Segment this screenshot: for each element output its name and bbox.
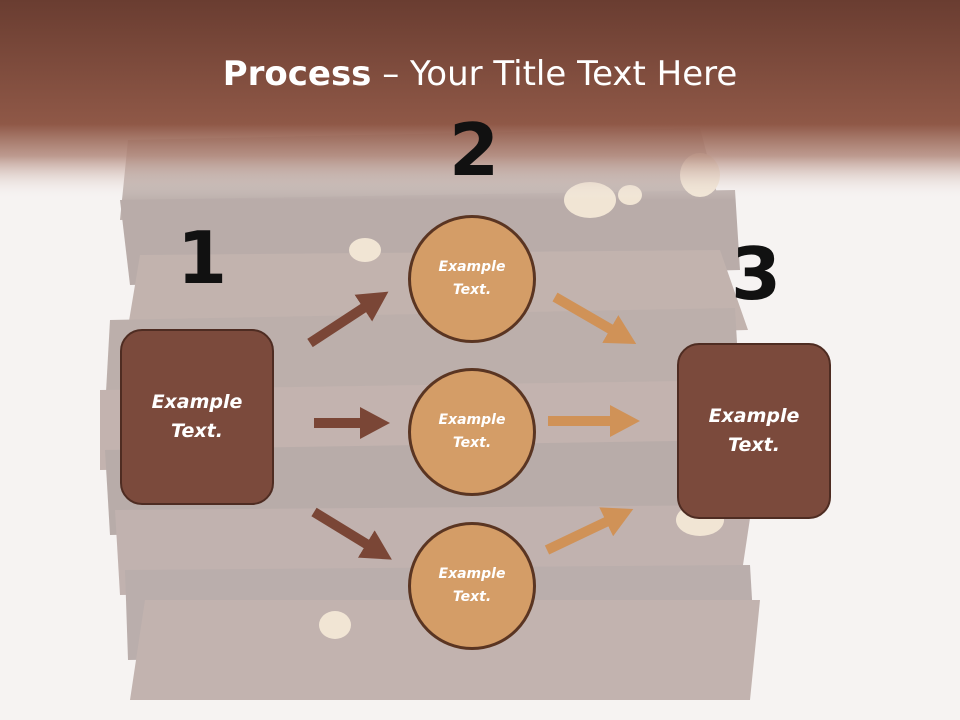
circle-2-line2: Text. <box>452 435 492 451</box>
circle-3-line1: Example <box>438 566 506 582</box>
circle-3-line2: Text. <box>452 589 492 605</box>
arrow-to-circle-1 <box>307 291 389 348</box>
circle-2-line1: Example <box>438 412 506 428</box>
circle-1-line2: Text. <box>452 282 492 298</box>
step-number-2: 2 <box>449 108 500 192</box>
step-2-circle-1: Example Text. <box>408 215 536 343</box>
circle-1-line1: Example <box>438 259 506 275</box>
step-1-box: Example Text. <box>120 329 274 505</box>
step-2-circle-3: Example Text. <box>408 522 536 650</box>
slide-title: Process – Your Title Text Here <box>0 52 960 96</box>
step-2-circle-2: Example Text. <box>408 368 536 496</box>
title-bold: Process <box>222 54 372 94</box>
header-band <box>0 0 960 200</box>
step-3-box: Example Text. <box>677 343 831 519</box>
arrow-from-circle-1 <box>552 292 637 345</box>
step-3-line1: Example <box>708 405 800 427</box>
arrow-from-circle-3 <box>544 507 634 555</box>
step-number-3: 3 <box>731 232 782 316</box>
step-number-1: 1 <box>177 216 228 300</box>
step-3-line2: Text. <box>728 434 780 456</box>
step-1-line1: Example <box>151 391 243 413</box>
step-1-line2: Text. <box>171 420 223 442</box>
title-rest: – Your Title Text Here <box>371 54 738 94</box>
arrow-to-circle-3 <box>311 507 392 560</box>
